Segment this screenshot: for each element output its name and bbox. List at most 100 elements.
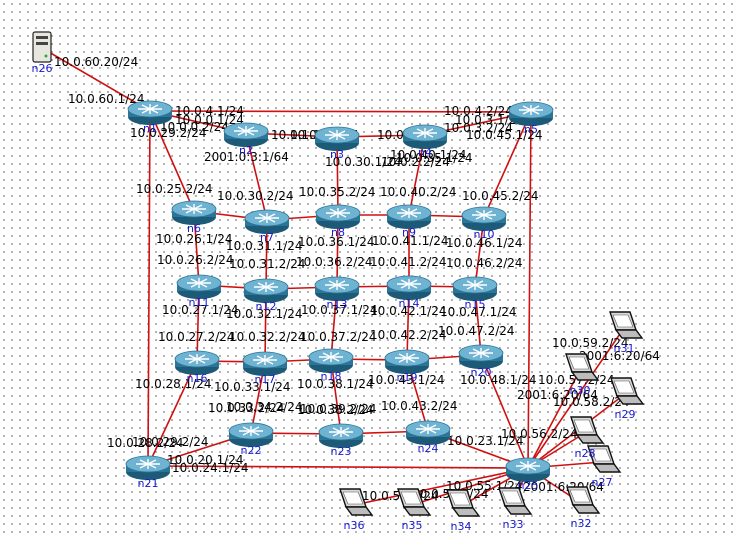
node-label: n27 [592, 476, 613, 489]
router-n19[interactable]: n19 [384, 349, 430, 384]
link-n20-n25[interactable] [480, 354, 529, 469]
link-n1-n21[interactable] [147, 110, 151, 467]
link-n21-n25[interactable] [147, 465, 529, 469]
node-label: n12 [256, 300, 277, 313]
node-label: n2 [239, 144, 253, 157]
node-label: n17 [255, 373, 276, 386]
address-label: 10.0.4.1/24 [175, 104, 244, 118]
laptop-n30[interactable]: n30 [565, 353, 600, 397]
router-n25[interactable]: n25 [505, 457, 551, 492]
address-label: 10.0.32.2/24 [229, 330, 306, 344]
router-icon [176, 274, 222, 299]
address-label: 10.0.41.2/24 [370, 255, 447, 269]
link-n26-n1[interactable] [41, 47, 151, 112]
node-label: n20 [471, 366, 492, 379]
router-n3[interactable]: n3 [314, 126, 360, 161]
node-layer: n1 n2 n3 n4 n5 n6 n7 n8 n9 n10 n11 n12 n13 n14 n15 n16 n… [32, 31, 645, 533]
laptop-n36[interactable]: n36 [339, 488, 374, 532]
address-label: 10.0.24.1/24 [172, 461, 249, 475]
router-n11[interactable]: n11 [176, 274, 222, 309]
address-label: 10.0.56.2/24 [501, 427, 578, 441]
laptop-n31[interactable]: n31 [609, 311, 644, 355]
router-icon [174, 350, 220, 375]
link-n25-n36[interactable] [353, 467, 529, 506]
router-n4[interactable]: n4 [402, 124, 448, 159]
node-label: n16 [187, 372, 208, 385]
laptop-n27[interactable]: n27 [587, 445, 622, 489]
router-n12[interactable]: n12 [243, 278, 289, 313]
router-n13[interactable]: n13 [314, 276, 360, 311]
laptop-n32[interactable]: n32 [566, 486, 601, 530]
link-n5-n25[interactable] [527, 111, 532, 469]
address-label: 10.0.58.2/24 [553, 395, 630, 409]
router-icon [223, 122, 269, 147]
address-label: 10.0.45.2/24 [462, 189, 539, 203]
router-n17[interactable]: n17 [242, 351, 288, 386]
link-n5-n10[interactable] [483, 111, 532, 218]
address-label: 10.0.36.2/24 [296, 255, 373, 269]
router-n22[interactable]: n22 [228, 422, 274, 457]
laptop-n35[interactable]: n35 [397, 488, 432, 532]
address-label: 10.0.32.1/24 [226, 307, 303, 321]
node-label: n14 [399, 297, 420, 310]
link-n25-n31[interactable] [527, 327, 625, 469]
address-label: 10.0.23.1/24 [447, 434, 524, 448]
link-n1-n6[interactable] [149, 110, 195, 212]
node-label: n36 [344, 519, 365, 532]
laptop-icon [587, 445, 622, 473]
router-n16[interactable]: n16 [174, 350, 220, 385]
router-icon [405, 420, 451, 445]
server-n26[interactable]: n26 [32, 31, 53, 75]
router-n20[interactable]: n20 [458, 344, 504, 379]
router-n18[interactable]: n18 [308, 348, 354, 383]
router-n8[interactable]: n8 [315, 204, 361, 239]
address-label: 10.0.29.2/24 [132, 435, 209, 449]
address-label: 10.0.48.1/24 [460, 373, 537, 387]
router-n5[interactable]: n5 [508, 101, 554, 136]
router-icon [505, 457, 551, 482]
router-n21[interactable]: n21 [125, 455, 171, 490]
router-n9[interactable]: n9 [386, 204, 432, 239]
address-label: 10.0.38.2/24 [297, 403, 374, 417]
laptop-n33[interactable]: n33 [498, 487, 533, 531]
address-label: 10.0.25.2/24 [136, 182, 213, 196]
address-label: 10.0.40.2/24 [380, 185, 457, 199]
address-label: 10.0.37.2/24 [300, 330, 377, 344]
router-icon [315, 204, 361, 229]
router-n24[interactable]: n24 [405, 420, 451, 455]
address-label: 10.0.3.2/24 [444, 121, 513, 135]
address-label: 10.0.60.20/24 [54, 55, 138, 69]
node-label: n23 [331, 445, 352, 458]
laptop-n29[interactable]: n29 [610, 377, 645, 421]
router-n7[interactable]: n7 [244, 209, 290, 244]
link-n25-n30[interactable] [527, 369, 581, 469]
address-label: 10.0.31.2/24 [229, 257, 306, 271]
link-n1-n5[interactable] [149, 110, 532, 113]
laptop-n34[interactable]: n34 [446, 489, 481, 533]
router-n1[interactable]: n1 [127, 100, 173, 135]
router-icon [243, 278, 289, 303]
node-label: n10 [474, 228, 495, 241]
link-n16-n21[interactable] [147, 360, 198, 467]
node-label: n25 [518, 479, 539, 492]
address-label: 10.0.60.1/24 [68, 92, 145, 106]
address-label: 10.0.46.2/24 [446, 256, 523, 270]
laptop-icon [609, 311, 644, 339]
node-label: n21 [138, 477, 159, 490]
router-n15[interactable]: n15 [452, 276, 498, 311]
router-n2[interactable]: n2 [223, 122, 269, 157]
address-label: 10.0.46.1/24 [446, 236, 523, 250]
node-label: n9 [402, 226, 416, 239]
link-n2-n7[interactable] [245, 132, 268, 221]
router-n14[interactable]: n14 [386, 275, 432, 310]
node-label: n30 [570, 384, 591, 397]
router-icon [314, 276, 360, 301]
router-n23[interactable]: n23 [318, 423, 364, 458]
address-label: 10.0.31.1/24 [226, 239, 303, 253]
router-n10[interactable]: n10 [461, 206, 507, 241]
router-icon [402, 124, 448, 149]
laptop-n28[interactable]: n28 [570, 416, 605, 460]
router-n6[interactable]: n6 [171, 200, 217, 235]
address-label: 10.0.47.2/24 [438, 324, 515, 338]
